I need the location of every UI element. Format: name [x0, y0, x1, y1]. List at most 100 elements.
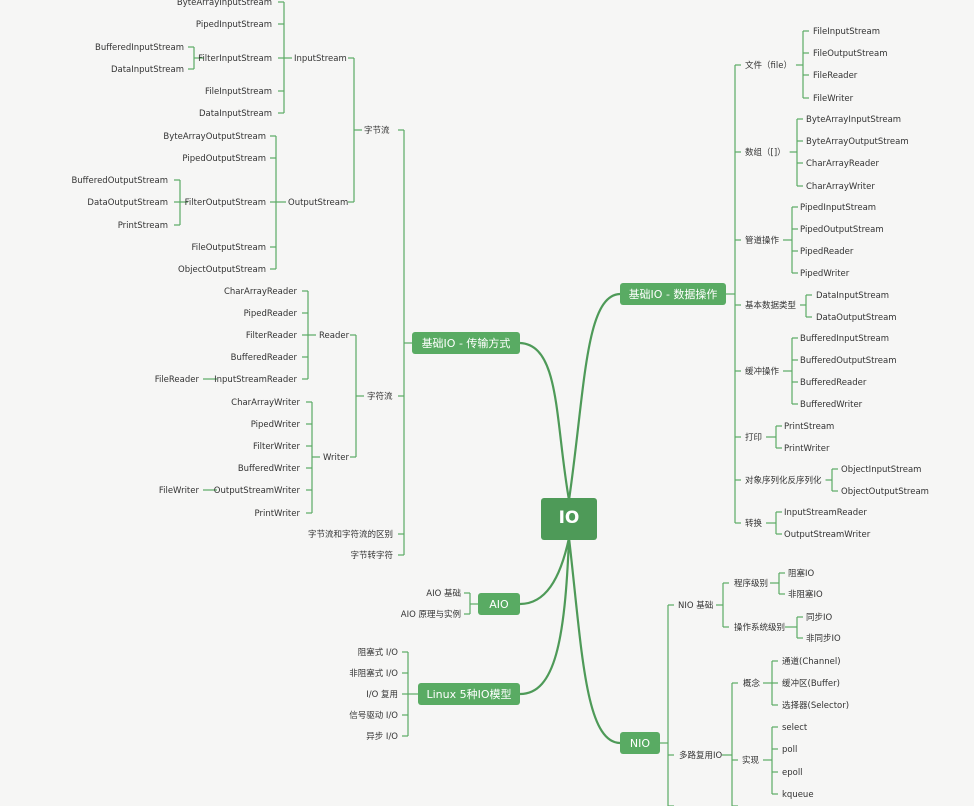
- linux-io-model: 异步 I/O: [366, 732, 398, 742]
- input-stream-subclass: ByteArrayInputStream: [177, 0, 272, 8]
- nio-node[interactable]: [620, 732, 660, 754]
- data-ops-serial-node: 对象序列化反序列化: [745, 475, 822, 486]
- data-ops-buffer-item: BufferedInputStream: [800, 334, 889, 344]
- nio-concept-item: 通道(Channel): [782, 656, 841, 667]
- char-stream-node: 字符流: [367, 391, 393, 402]
- data-ops-pipe-item: PipedOutputStream: [800, 225, 884, 235]
- linux-io-model: 信号驱动 I/O: [349, 710, 398, 721]
- data-ops-buffer-item: BufferedReader: [800, 378, 867, 388]
- filter-output-child: BufferedOutputStream: [71, 176, 168, 186]
- connector-curve: [519, 341, 571, 501]
- nio-os-level-node: 操作系统级别: [734, 622, 785, 633]
- data-ops-array-item: ByteArrayInputStream: [806, 115, 901, 125]
- linux-io-model: 非阻塞式 I/O: [349, 668, 398, 679]
- linux-io-models-node[interactable]: [418, 683, 520, 705]
- byte-char-diff-node: 字节流和字符流的区别: [308, 529, 393, 540]
- writer-subclass: BufferedWriter: [238, 464, 301, 474]
- writer-subclass: FilterWriter: [253, 442, 300, 452]
- data-ops-array-item: CharArrayReader: [806, 159, 880, 169]
- root-io-node-label: IO: [559, 508, 580, 528]
- input-stream-node: InputStream: [294, 54, 347, 64]
- nio-impl-item: epoll: [782, 768, 803, 778]
- nio-nonblocking-io: 非阻塞IO: [788, 589, 823, 600]
- filter-input-child: DataInputStream: [111, 65, 184, 75]
- data-ops-file-item: FileWriter: [813, 94, 854, 104]
- reader-subclass: BufferedReader: [231, 353, 298, 363]
- output-stream-subclass: PipedOutputStream: [182, 154, 266, 164]
- data-ops-array-item: ByteArrayOutputStream: [806, 137, 909, 147]
- aio-node-label: AIO: [489, 598, 509, 611]
- nio-program-level-node: 程序级别: [734, 578, 768, 589]
- data-ops-convert-item: InputStreamReader: [784, 508, 867, 518]
- data-ops-pipe-node: 管道操作: [745, 235, 780, 246]
- aio-basics-node: AIO 基础: [426, 588, 461, 599]
- input-stream-subclass: FilterInputStream: [198, 54, 272, 64]
- reader-subclass: CharArrayReader: [224, 287, 298, 297]
- data-ops-print-item: PrintWriter: [784, 444, 830, 454]
- data-ops-pipe-item: PipedInputStream: [800, 203, 876, 213]
- linux-io-model: 阻塞式 I/O: [358, 647, 399, 658]
- filter-input-child: BufferedInputStream: [95, 43, 184, 53]
- data-ops-buffer-node: 缓冲操作: [745, 366, 780, 377]
- nio-concept-item: 选择器(Selector): [782, 700, 849, 711]
- data-ops-basic-item: DataInputStream: [816, 291, 889, 301]
- reader-node: Reader: [319, 331, 350, 341]
- data-ops-array-node: 数组（[]）: [745, 147, 786, 158]
- connector-curve: [567, 292, 621, 501]
- reader-subclass: InputStreamReader: [214, 375, 297, 385]
- nio-basics-node: NIO 基础: [678, 600, 713, 611]
- writer-subclass: OutputStreamWriter: [214, 486, 301, 496]
- output-stream-subclass: ObjectOutputStream: [178, 265, 266, 275]
- aio-node[interactable]: [478, 593, 520, 615]
- writer-subclass: PrintWriter: [255, 509, 301, 519]
- output-stream-subclass: FilterOutputStream: [185, 198, 266, 208]
- data-ops-print-node: 打印: [745, 432, 762, 443]
- writer-subclass: CharArrayWriter: [231, 398, 300, 408]
- data-ops-file-item: FileReader: [813, 71, 858, 81]
- data-ops-node[interactable]: [620, 283, 726, 305]
- nio-node-label: NIO: [630, 737, 650, 750]
- data-ops-basic-node: 基本数据类型: [745, 300, 797, 311]
- data-ops-file-item: FileOutputStream: [813, 49, 888, 59]
- data-ops-file-node: 文件（file）: [745, 60, 792, 71]
- byte-stream-node: 字节流: [364, 125, 390, 136]
- linux-io-models-node-label: Linux 5种IO模型: [426, 687, 511, 701]
- data-ops-buffer-item: BufferedWriter: [800, 400, 863, 410]
- nio-concept-node: 概念: [743, 678, 761, 689]
- nio-concept-item: 缓冲区(Buffer): [782, 678, 840, 689]
- nio-blocking-io: 阻塞IO: [788, 568, 815, 579]
- data-ops-convert-item: OutputStreamWriter: [784, 530, 871, 540]
- input-stream-subclass: FileInputStream: [205, 87, 272, 97]
- input-stream-subclass: PipedInputStream: [196, 20, 272, 30]
- data-ops-serial-item: ObjectInputStream: [841, 465, 921, 475]
- byte-to-char-node: 字节转字符: [350, 550, 393, 561]
- connector-curve: [519, 537, 571, 696]
- nio-sync-io: 同步IO: [806, 613, 833, 623]
- writer-subclass: PipedWriter: [251, 420, 301, 430]
- nio-impl-item: kqueue: [782, 790, 814, 800]
- transfer-mode-node-label: 基础IO - 传输方式: [422, 336, 511, 350]
- data-ops-buffer-item: BufferedOutputStream: [800, 356, 897, 366]
- data-ops-array-item: CharArrayWriter: [806, 182, 875, 192]
- reader-subclass: PipedReader: [244, 309, 298, 319]
- nio-impl-item: poll: [782, 745, 797, 755]
- linux-io-model: I/O 复用: [366, 689, 398, 700]
- transfer-mode-node[interactable]: [412, 332, 520, 354]
- aio-principle-node: AIO 原理与实例: [401, 609, 461, 620]
- connector-lines: [174, 1, 838, 806]
- output-stream-node: OutputStream: [288, 198, 348, 208]
- data-ops-node-label: 基础IO - 数据操作: [629, 287, 718, 301]
- data-ops-file-item: FileInputStream: [813, 27, 880, 37]
- input-stream-subclass: DataInputStream: [199, 109, 272, 119]
- filter-output-child: PrintStream: [118, 221, 168, 231]
- filter-output-child: DataOutputStream: [87, 198, 168, 208]
- data-ops-basic-item: DataOutputStream: [816, 313, 897, 323]
- data-ops-pipe-item: PipedReader: [800, 247, 854, 257]
- output-stream-subclass: FileOutputStream: [191, 243, 266, 253]
- input-stream-reader-child: FileReader: [155, 375, 200, 385]
- nio-impl-node: 实现: [742, 755, 760, 766]
- root-io-node[interactable]: [541, 498, 597, 540]
- connector-curve: [519, 537, 571, 606]
- data-ops-pipe-item: PipedWriter: [800, 269, 850, 279]
